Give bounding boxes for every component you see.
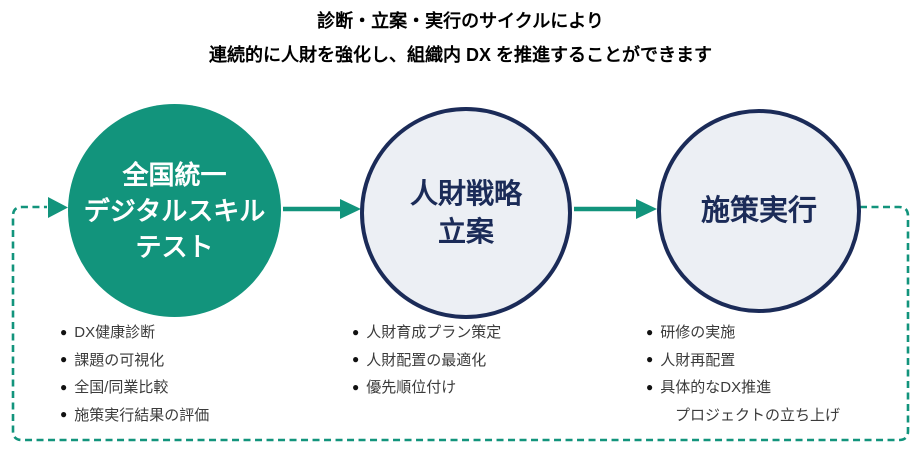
list-item-label: 人財育成プラン策定: [366, 324, 502, 342]
list-item: ● 優先順位付け: [352, 373, 501, 401]
list-item-label: DX健康診断: [74, 324, 156, 342]
list-item-label: 研修の実施: [660, 324, 736, 342]
step1-label-line-3: テスト: [135, 231, 214, 262]
bullet-dot-icon: ●: [646, 352, 654, 367]
step-circle-hr-strategy-planning: 人財戦略 立案: [360, 107, 572, 319]
list-item-label: 具体的なDX推進: [660, 379, 772, 397]
step1-bullet-list: ● DX健康診断 ● 課題の可視化 ● 全国/同業比較 ● 施策実行結果の評価: [60, 318, 209, 428]
list-item: ● 人財再配置: [646, 346, 840, 374]
list-item-label: プロジェクトの立ち上げ: [675, 406, 841, 424]
arrow-step1-to-step2-head-icon: [340, 199, 361, 219]
step2-label-line-2: 立案: [437, 216, 494, 247]
title-line-2: 連続的に人財を強化し、組織内 DX を推進することができます: [208, 45, 712, 65]
title-line-1: 診断・立案・実行のサイクルにより: [317, 11, 604, 31]
arrow-step2-to-step3-head-icon: [636, 199, 657, 219]
list-item: ● 研修の実施: [646, 318, 840, 346]
list-item: ● 施策実行結果の評価: [60, 401, 209, 429]
page-title: 診断・立案・実行のサイクルにより 連続的に人財を強化し、組織内 DX を推進する…: [0, 4, 921, 72]
step-circle-measure-execution: 施策実行: [657, 109, 861, 313]
step2-bullet-list: ● 人財育成プラン策定 ● 人財配置の最適化 ● 優先順位付け: [352, 318, 501, 401]
bullet-dot-icon: ●: [60, 379, 68, 394]
list-item: ● 人財育成プラン策定: [352, 318, 501, 346]
bullet-dot-icon: ●: [352, 352, 360, 367]
list-item: ● 全国/同業比較: [60, 373, 209, 401]
step2-label-line-1: 人財戦略: [409, 178, 522, 209]
step-circle-digital-skill-test: 全国統一 デジタルスキル テスト: [68, 104, 281, 317]
list-item-label: 優先順位付け: [366, 379, 457, 397]
step1-label-line-1: 全国統一: [122, 159, 227, 190]
bullet-dot-icon: ●: [60, 324, 68, 339]
list-item-label: 人財配置の最適化: [366, 351, 487, 369]
bullet-dot-icon: ●: [646, 379, 654, 394]
list-item: ● 人財配置の最適化: [352, 346, 501, 374]
list-item: ● 課題の可視化: [60, 346, 209, 374]
list-item-label: 課題の可視化: [74, 351, 165, 369]
bullet-dot-icon: ●: [60, 407, 68, 422]
feedback-loop-arrowhead-icon: [48, 197, 68, 218]
list-item: ● 具体的なDX推進: [646, 373, 840, 401]
bullet-dot-icon: ●: [60, 352, 68, 367]
list-item-continuation: プロジェクトの立ち上げ: [646, 401, 840, 429]
bullet-dot-icon: ●: [352, 324, 360, 339]
step3-bullet-list: ● 研修の実施 ● 人財再配置 ● 具体的なDX推進 プロジェクトの立ち上げ: [646, 318, 840, 428]
list-item: ● DX健康診断: [60, 318, 209, 346]
bullet-dot-icon: ●: [646, 324, 654, 339]
bullet-dot-icon: ●: [352, 379, 360, 394]
feedback-loop-dashed-line: [11, 205, 910, 442]
step1-label-line-2: デジタルスキル: [83, 195, 266, 226]
step3-label-line-1: 施策実行: [700, 195, 817, 227]
list-item-label: 人財再配置: [660, 351, 736, 369]
list-item-label: 全国/同業比較: [74, 379, 169, 397]
list-item-label: 施策実行結果の評価: [74, 406, 210, 424]
